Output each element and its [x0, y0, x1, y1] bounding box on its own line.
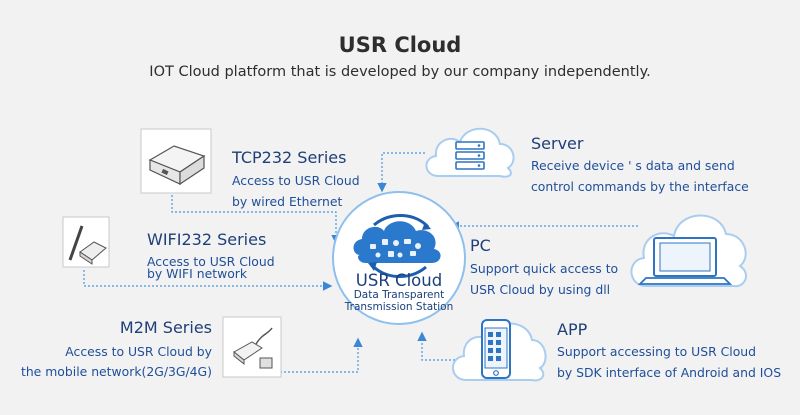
connector-tcp232 [171, 195, 341, 245]
ethernet-device-icon [140, 128, 212, 194]
tcp232-title: TCP232 Series [232, 148, 347, 167]
app-desc2: by SDK interface of Android and IOS [557, 365, 782, 380]
connector-server [377, 152, 425, 193]
pc-desc2: USR Cloud by using dll [470, 282, 611, 297]
hub-line1: Data Transparent [353, 289, 445, 301]
m2m-desc2: the mobile network(2G/3G/4G) [20, 364, 212, 379]
hub-circle [332, 191, 466, 325]
server-cloud-icon [425, 127, 515, 178]
wifi232-desc1: Access to USR Cloud [147, 254, 275, 269]
hub-cloud-icon [353, 213, 441, 279]
tcp232-desc2: by wired Ethernet [232, 194, 343, 209]
connector-wifi232 [83, 270, 333, 291]
hub-line2: Transmission Station [344, 301, 454, 313]
tcp232-desc1: Access to USR Cloud [232, 173, 360, 188]
page-title: USR Cloud [338, 33, 462, 57]
wifi232-title: WIFI232 Series [147, 230, 267, 249]
app-desc1: Support accessing to USR Cloud [557, 344, 757, 359]
cellular-modem-icon [222, 316, 282, 378]
m2m-desc1: Access to USR Cloud by [65, 344, 212, 359]
server-desc2: control commands by the interface [531, 179, 749, 194]
tcp232-device [140, 128, 212, 194]
m2m-device [222, 316, 282, 378]
app-node [448, 310, 550, 384]
page-subtitle: IOT Cloud platform that is developed by … [149, 64, 651, 80]
server-node [420, 118, 518, 180]
pc-title: PC [470, 236, 491, 255]
pc-desc1: Support quick access to [470, 261, 619, 276]
wifi-module-icon [62, 216, 110, 268]
server-desc1: Receive device ' s data and send [531, 158, 735, 173]
app-title: APP [557, 320, 588, 339]
usr-cloud-hub: USR Cloud Data Transparent Transmission … [330, 189, 468, 327]
server-title: Server [531, 134, 584, 153]
hub-name: USR Cloud [355, 271, 443, 290]
laptop-cloud-icon [630, 214, 748, 288]
wifi232-device [62, 216, 110, 268]
m2m-title: M2M Series [119, 318, 212, 337]
wifi232-desc2: by WIFI network [147, 266, 248, 281]
phone-cloud-icon [452, 319, 547, 382]
pc-node [626, 198, 754, 290]
